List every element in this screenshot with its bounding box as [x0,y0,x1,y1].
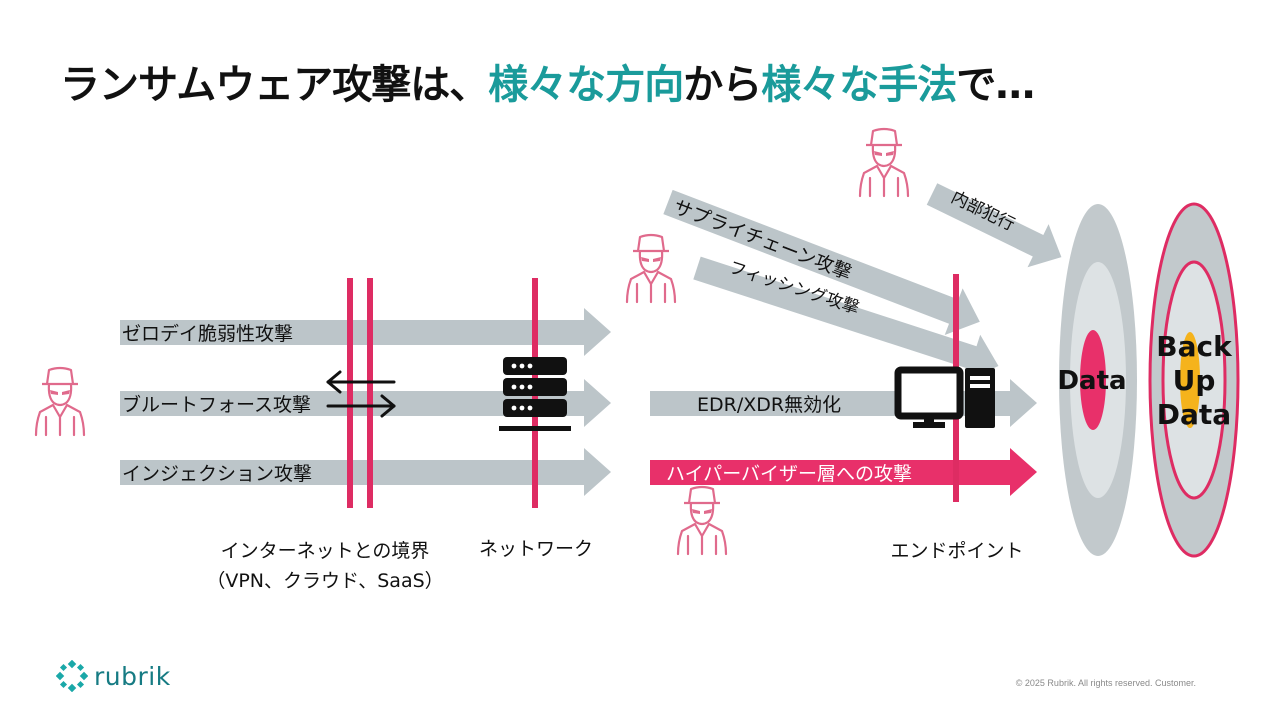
label-data: Data [1057,366,1126,396]
label-endpoint: エンドポイント [890,540,1023,562]
label-injection: インジェクション攻撃 [122,463,312,485]
hacker-icon [858,127,910,198]
arrow-injection [120,448,611,496]
title-part4: 様々な手法 [761,62,957,108]
label-network: ネットワーク [479,538,593,560]
server-icon [499,357,571,431]
title-part2: 様々な方向 [488,62,684,108]
arrow-insider [926,183,1062,268]
arrow-supply-chain [663,189,980,336]
title-part1: ランサムウェア攻撃は、 [60,62,489,108]
arrow-phishing [693,256,999,381]
desktop-computer-icon [894,366,995,428]
arrow-zero-day [120,308,611,356]
rubrik-logo-icon [56,660,88,692]
label-edr: EDR/XDR無効化 [697,394,841,416]
label-backup-line2: Up [1173,364,1216,397]
label-backup-line3: Data [1157,398,1231,431]
data-target [1059,204,1137,556]
label-hypervisor: ハイパーバイザー層への攻撃 [666,463,912,485]
page-title: ランサムウェア攻撃は、様々な方向から様々な手法で… [60,52,1035,110]
copyright-notice: © 2025 Rubrik. All rights reserved. Cust… [1015,678,1196,688]
label-zero-day: ゼロデイ脆弱性攻撃 [122,323,293,345]
label-backup-line1: Back [1156,330,1233,363]
label-brute-force: ブルートフォース攻撃 [122,393,311,416]
label-internet-boundary: インターネットとの境界 [221,540,430,562]
logo-wordmark: rubrik [94,661,171,691]
exchange-arrows-icon [326,370,396,418]
hacker-icon [625,233,677,304]
label-internet-boundary-detail: （VPN、クラウド、SaaS） [206,570,443,592]
title-part5: で… [956,62,1035,108]
title-part3: から [683,62,762,108]
arrow-brute-force [120,379,611,427]
rubrik-logo: rubrik [56,660,171,692]
hacker-icon [34,366,86,437]
backup-data-target [1148,202,1240,558]
hacker-icon [676,485,728,556]
internet-boundary-lines [347,278,373,508]
arrow-hypervisor [650,448,1037,496]
